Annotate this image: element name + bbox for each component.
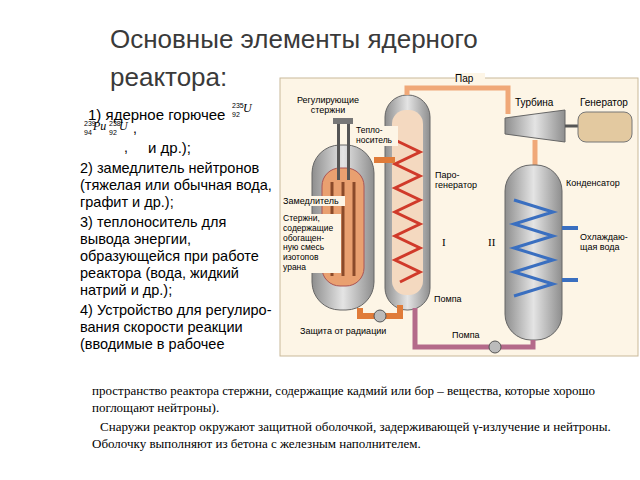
part-label: Помпа <box>452 330 488 340</box>
part-label: Конденсатор <box>566 178 634 188</box>
body-text: Снаружи реактор окружают защитной оболоч… <box>92 418 627 452</box>
condenser <box>505 165 562 340</box>
control-rod <box>347 124 350 180</box>
control-rod <box>337 124 340 180</box>
part-label: Помпа <box>434 294 470 304</box>
circuit-number: I <box>442 236 452 249</box>
list-item: 3) теплоноситель для вывода энергии, обр… <box>80 214 278 299</box>
part-label: Стержни, содержащие обогащен- ную смесь … <box>283 214 341 273</box>
feedwater-pipe <box>415 308 533 347</box>
exhaust-pipe <box>533 140 538 167</box>
primary-pipe <box>360 160 400 316</box>
isotope-symbol: U <box>243 102 257 116</box>
punctuation: , <box>133 120 141 136</box>
part-label: Турбина <box>515 97 563 109</box>
cooling-coil <box>514 200 553 296</box>
part-label: Генератор <box>580 97 636 109</box>
list-item: и др.); <box>148 139 228 156</box>
shaft <box>565 125 578 128</box>
part-label: Защита от радиации <box>300 326 390 336</box>
heat-coil <box>395 140 420 282</box>
punctuation: , <box>124 139 132 155</box>
isotope-symbol: Pu <box>93 120 111 134</box>
turbine <box>505 110 565 142</box>
steam-pipe <box>407 88 508 114</box>
pump <box>374 310 386 322</box>
illustration-panel <box>280 78 638 356</box>
part-label: Регулирующие стержни <box>293 95 363 116</box>
part-label: Замедлитель <box>283 196 345 206</box>
body-text: пространство реактора стержни, содержащи… <box>92 382 622 416</box>
part-label: Пар <box>455 73 485 85</box>
list-item: 4) Устройство для регулиро- вания скорос… <box>80 302 278 353</box>
part-label: Охлаждаю- щая вода <box>580 232 636 253</box>
cooling-water-pipe <box>562 228 578 280</box>
part-label: Паро- генератор <box>435 170 485 191</box>
part-label: Тепло- носитель <box>356 126 398 146</box>
pump <box>489 341 501 353</box>
title: Основные элементы ядерного реактора: <box>110 20 580 96</box>
list-item: 2) замедлитель нейтронов (тяжелая или об… <box>80 160 278 211</box>
rod-drive <box>333 118 353 124</box>
generator <box>578 112 632 142</box>
circuit-number: II <box>488 236 502 249</box>
isotope-symbol: U <box>119 120 133 134</box>
